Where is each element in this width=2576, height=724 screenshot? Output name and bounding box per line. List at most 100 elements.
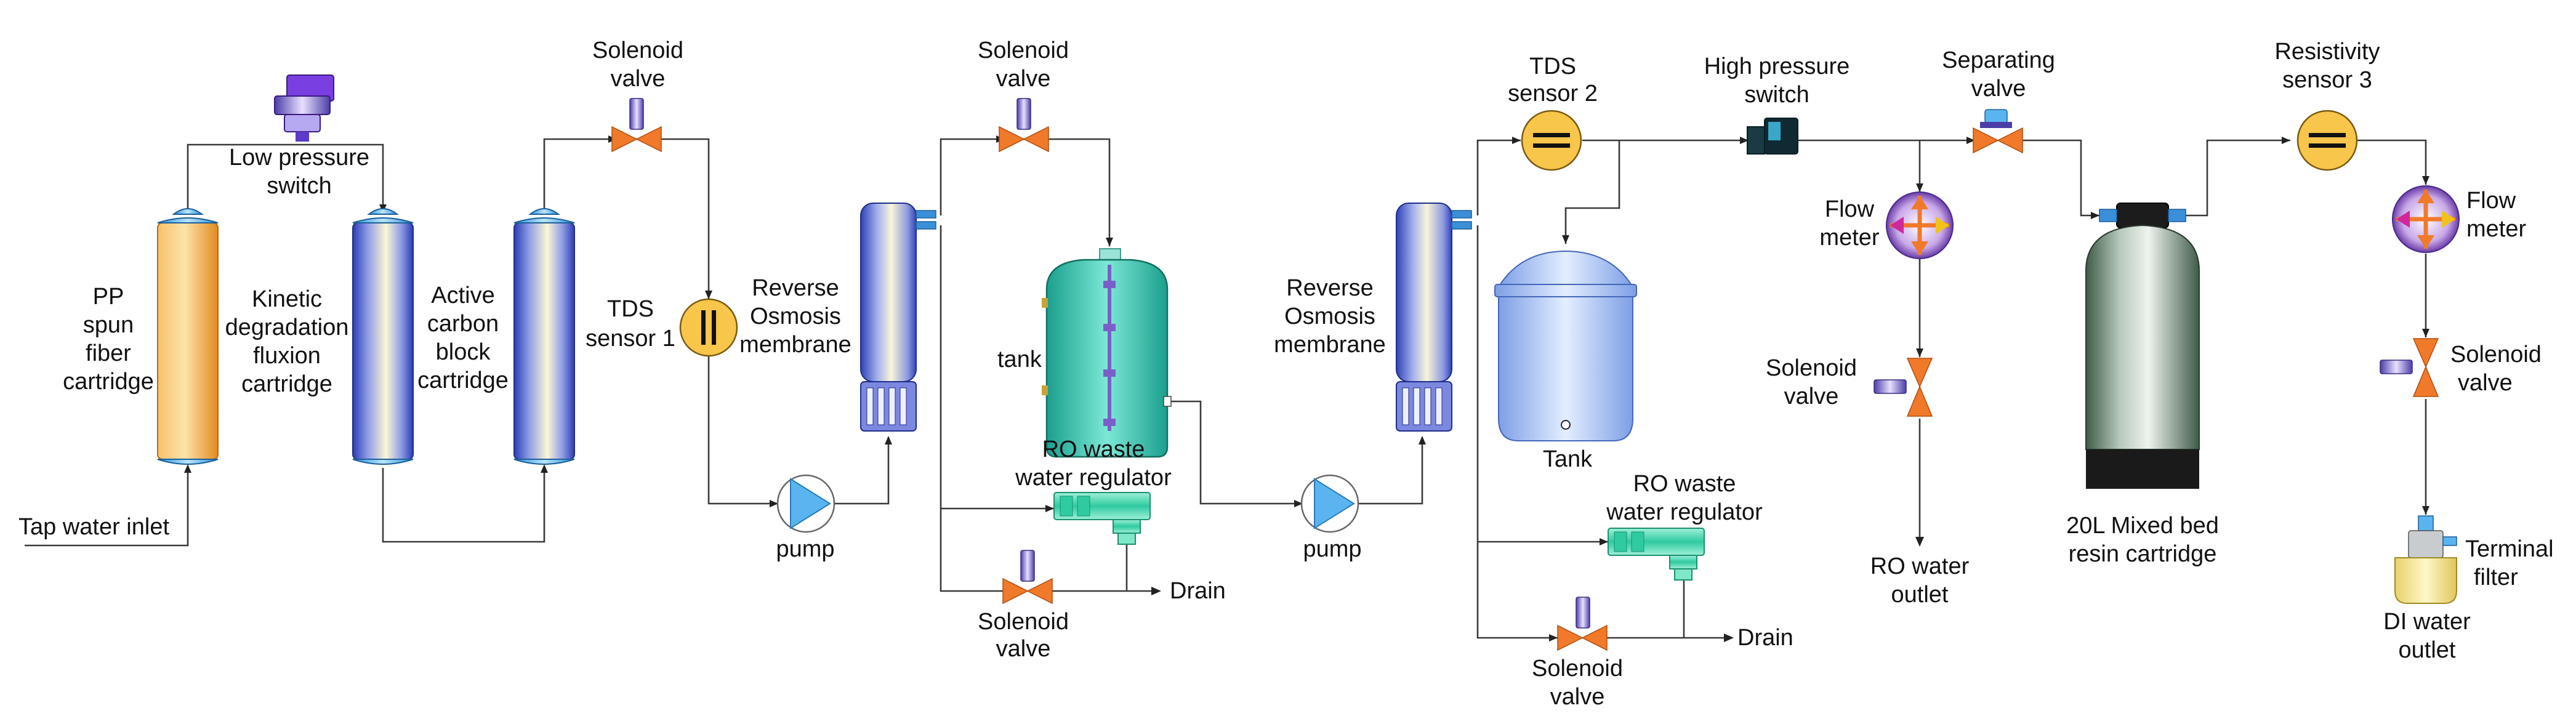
label-ac-line-2: carbon bbox=[427, 311, 499, 337]
high-pressure-switch bbox=[1747, 118, 1798, 155]
labels: Tap water inlet PP spun fiber cartridge … bbox=[18, 38, 2554, 710]
label-di-2: outlet bbox=[2399, 637, 2456, 663]
label-sv5-1: Solenoid bbox=[1766, 355, 1857, 381]
label-flow1-1: Flow bbox=[1825, 196, 1875, 222]
low-pressure-switch bbox=[274, 74, 334, 142]
label-sv3-2: valve bbox=[996, 636, 1051, 662]
arrow-into-tf bbox=[2422, 506, 2429, 515]
tds-sensor-2 bbox=[1521, 110, 1582, 171]
storage-tank-2 bbox=[1494, 250, 1637, 441]
arrow-into-sv5 bbox=[1916, 348, 1923, 357]
ro-membrane-1 bbox=[860, 203, 936, 432]
arrow-into-tds1 bbox=[705, 291, 712, 299]
label-sv4-1: Solenoid bbox=[1532, 656, 1623, 682]
pipe-inlet bbox=[25, 469, 189, 547]
arrow-into-pp bbox=[184, 464, 191, 473]
arrow-drain1 bbox=[1151, 587, 1161, 595]
label-kdf-line-1: Kinetic bbox=[252, 286, 322, 312]
label-sv6-1: Solenoid bbox=[2450, 342, 2542, 368]
label-drain-1: Drain bbox=[1170, 578, 1226, 604]
pipe-res3-to-flow2 bbox=[2340, 139, 2427, 185]
pipe-ro2-waste bbox=[1476, 225, 1558, 639]
pipe-ro2-to-tds2 bbox=[1476, 139, 1521, 215]
pipe-resin-to-res3 bbox=[2184, 139, 2290, 217]
label-reg2-1: RO waste bbox=[1633, 471, 1736, 497]
ro-waste-regulator-2 bbox=[1608, 528, 1705, 581]
pipe-to-tank2 bbox=[1564, 140, 1620, 244]
storage-tank-1 bbox=[1042, 248, 1172, 458]
arrow-into-pump2 bbox=[1294, 500, 1303, 507]
label-sv3-1: Solenoid bbox=[978, 609, 1069, 635]
active-carbon-cartridge bbox=[513, 208, 575, 465]
label-drain-2: Drain bbox=[1737, 625, 1793, 651]
label-pp-line-4: cartridge bbox=[63, 369, 154, 395]
arrow-into-sv6 bbox=[2422, 329, 2429, 337]
kdf-cartridge bbox=[352, 208, 414, 465]
label-ro1-2: Osmosis bbox=[750, 304, 841, 329]
label-sep-2: valve bbox=[1971, 76, 2026, 102]
label-pp-line-2: spun bbox=[83, 312, 134, 338]
pump-2 bbox=[1300, 474, 1359, 533]
solenoid-valve-5 bbox=[1874, 358, 1933, 417]
label-tds2-1: TDS bbox=[1529, 54, 1576, 79]
label-sep-1: Separating bbox=[1942, 47, 2055, 73]
label-res3-1: Resistivity bbox=[2274, 39, 2380, 65]
tds-sensor-1 bbox=[679, 298, 738, 357]
arrow-into-sv4 bbox=[1549, 634, 1558, 642]
pipe-ro1-to-sv2 bbox=[940, 138, 1111, 246]
arrow-into-resin bbox=[2091, 212, 2099, 219]
arrow-into-ro2 bbox=[1419, 436, 1426, 444]
label-hps-1: High pressure bbox=[1704, 54, 1850, 79]
pipe-kdf-to-ac bbox=[382, 468, 545, 543]
pipes bbox=[25, 138, 2427, 639]
label-ro1-3: membrane bbox=[739, 332, 851, 358]
label-reg2-2: water regulator bbox=[1606, 499, 1763, 525]
label-tank-1: tank bbox=[997, 347, 1042, 372]
arrow-into-tank1 bbox=[1106, 238, 1113, 246]
flow-meter-2 bbox=[2392, 185, 2460, 253]
solenoid-valve-3 bbox=[1002, 550, 1053, 605]
label-tf-1: Terminal bbox=[2465, 536, 2554, 562]
pipe-pump1-to-ro1 bbox=[834, 437, 890, 505]
arrow-into-ac bbox=[541, 464, 548, 473]
separating-valve bbox=[1973, 109, 2023, 154]
label-ro-outlet-1: RO water bbox=[1870, 553, 1970, 579]
label-tds2-2: sensor 2 bbox=[1508, 81, 1598, 107]
label-ro2-1: Reverse bbox=[1286, 275, 1374, 301]
solenoid-valve-4 bbox=[1557, 597, 1608, 651]
resistivity-sensor-3 bbox=[2296, 110, 2358, 171]
label-di-1: DI water bbox=[2383, 609, 2471, 635]
arrow-into-reg2 bbox=[1600, 538, 1608, 545]
label-sv4-2: valve bbox=[1550, 684, 1605, 710]
arrow-drain2 bbox=[1724, 634, 1734, 642]
label-tds1-1: TDS bbox=[607, 296, 654, 322]
label-pump-2: pump bbox=[1303, 536, 1361, 562]
label-low-pressure-switch-1: Low pressure bbox=[229, 145, 369, 171]
label-sv1-1: Solenoid bbox=[592, 38, 683, 63]
label-resin-2: resin cartridge bbox=[2069, 541, 2217, 567]
terminal-filter bbox=[2394, 515, 2457, 604]
label-ro-outlet-2: outlet bbox=[1891, 582, 1949, 608]
arrow-into-flow1 bbox=[1916, 183, 1923, 192]
label-pp-line-3: fiber bbox=[86, 340, 131, 366]
label-ro2-2: Osmosis bbox=[1284, 304, 1375, 329]
flow-meter-1 bbox=[1886, 191, 1954, 259]
arrow-into-sep bbox=[1966, 137, 1975, 144]
label-kdf-line-2: degradation bbox=[225, 315, 349, 340]
arrow-into-pump1 bbox=[770, 500, 778, 507]
label-res3-2: sensor 3 bbox=[2282, 67, 2372, 93]
ro-membrane-2 bbox=[1396, 203, 1472, 432]
arrow-into-hps bbox=[1740, 137, 1749, 144]
arrow-into-tank2 bbox=[1562, 235, 1569, 244]
label-ac-line-4: cartridge bbox=[417, 368, 509, 393]
arrow-into-ro1 bbox=[885, 436, 892, 444]
label-flow1-2: meter bbox=[1819, 225, 1879, 251]
label-ac-line-1: Active bbox=[431, 283, 494, 308]
arrow-into-flow2 bbox=[2422, 176, 2429, 185]
label-ro2-3: membrane bbox=[1274, 332, 1386, 358]
pp-cartridge bbox=[157, 208, 219, 465]
pipe-tds1-to-pump1 bbox=[707, 356, 778, 505]
solenoid-valve-6 bbox=[2380, 338, 2439, 397]
label-sv2-1: Solenoid bbox=[978, 38, 1069, 63]
